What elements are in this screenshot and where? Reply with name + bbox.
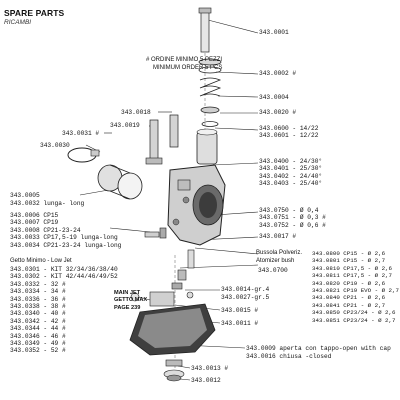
jets-part	[144, 227, 195, 290]
main-jet-line: PAGE 239	[114, 304, 141, 311]
main-jet-line: MAIN JET	[114, 290, 141, 296]
part-label: 343.0402 - 24/40°	[259, 172, 323, 180]
list-item: 343.0850 CP23/24 - Ø 2,6	[312, 309, 396, 317]
carburetor-body-part	[167, 164, 226, 246]
list-item: 343.0800 CP15 - Ø 2,6	[312, 250, 386, 257]
part-label: 343.0032 lunga- long	[10, 200, 85, 207]
part-label: 343.0403 - 25/40°	[259, 180, 323, 188]
list-item: 343.0338 - 38 #	[10, 302, 66, 310]
list-item: 343.0801 CP15 - Ø 2,7	[312, 257, 386, 265]
part-label: 343.0002 #	[259, 70, 297, 77]
order-note-en: MINIMUM ORDER 5 PCS	[153, 65, 223, 71]
low-jet-list: 343.0301 - KIT 32/34/36/38/40 343.0302 -…	[10, 266, 118, 355]
list-item: 343.0820 CP19 - Ø 2,6	[312, 279, 386, 287]
part-label: 343.0700	[258, 267, 288, 274]
list-item: 343.0340 - 40 #	[10, 310, 66, 318]
bussola-heading: Bussola Polveriz.	[256, 250, 303, 256]
part-label: 343.0401 - 25/30°	[259, 165, 323, 173]
list-item: 343.0851 CP23/24 - Ø 2,7	[312, 316, 396, 324]
part-label: 343.0001	[259, 29, 289, 36]
throttle-slide-part	[196, 128, 218, 165]
main-jet-line: GETTO MAX	[114, 297, 148, 304]
part-label: 343.0012	[191, 377, 221, 384]
spring-part	[198, 58, 222, 127]
bussola-subheading: Atomizer bush	[256, 258, 295, 264]
part-label: 343.0011 #	[221, 320, 259, 327]
list-item: 343.0841 CP21 - Ø 2,7	[312, 301, 386, 309]
part-label: 343.0006 CP15	[10, 212, 59, 219]
order-note-it: # ORDINE MINIMO 5 PEZZI	[146, 57, 223, 63]
slide-label-group: 343.0400 - 24/30° 343.0401 - 25/30° 343.…	[259, 158, 322, 188]
cable-adjuster-part	[145, 114, 179, 165]
part-label: 343.0027-gr.5	[221, 294, 270, 301]
list-item: 343.0810 CP17,5 - Ø 2,6	[312, 264, 393, 272]
part-label: 343.0752 - Ø 0,6 #	[259, 221, 326, 229]
bussola-list: 343.0800 CP15 - Ø 2,6 343.0801 CP15 - Ø …	[312, 250, 399, 324]
part-label: 343.0400 - 24/30°	[259, 158, 323, 165]
part-label: 343.0016 chiusa -closed	[246, 353, 332, 360]
part-label: 343.0017 #	[259, 233, 297, 240]
part-label: 343.0015 #	[221, 307, 259, 314]
intake-sleeve-part	[97, 164, 143, 200]
hose-clamp-part	[67, 147, 100, 163]
part-label: 343.0009 aperta con tappo-open with cap	[246, 345, 391, 352]
list-item: 343.0344 - 44 #	[10, 325, 66, 333]
part-label: 343.0005	[10, 192, 40, 199]
atomizer-label-group: 343.0006 CP15 343.0007 CP19 343.0008 CP2…	[10, 212, 121, 249]
list-item: 343.0352 - 52 #	[10, 347, 66, 355]
part-label: 343.0033 CP17,5-19 lunga-long	[10, 234, 118, 242]
part-label: 343.0601 - 12/22	[259, 132, 319, 139]
list-item: 343.0349 - 49 #	[10, 339, 66, 347]
list-item: 343.0301 - KIT 32/34/36/38/40	[10, 266, 118, 273]
list-item: 343.0302 - KIT 42/44/46/49/52	[10, 273, 118, 281]
part-label: 343.0034 CP21-23-24 lunga-long	[10, 241, 122, 249]
part-label: 343.0014-gr.4	[221, 286, 270, 293]
part-label: 343.0030	[40, 142, 70, 149]
float-bowl-part	[129, 291, 216, 356]
list-item: 343.0332 - 32 #	[10, 280, 66, 288]
part-label: 343.0007 CP19	[10, 219, 59, 227]
list-item: 343.0334 - 34 #	[10, 288, 66, 296]
list-item: 343.0811 CP17,5 - Ø 2,7	[312, 272, 393, 280]
list-item: 343.0342 - 42 #	[10, 317, 66, 325]
part-label: 343.0018	[121, 109, 151, 116]
drain-part	[163, 359, 185, 382]
needle-jet-label-group: 343.0750 - Ø 0,4 343.0751 - Ø 0,3 # 343.…	[259, 207, 326, 229]
low-jet-heading: Getto Minimo - Low Jet	[10, 258, 72, 264]
part-label: 343.0008 CP21-23-24	[10, 226, 81, 234]
part-label: 343.0031 #	[62, 130, 100, 137]
page-title: SPARE PARTS	[4, 8, 65, 18]
main-jet-note: MAIN JET GETTO MAX PAGE 239	[114, 290, 147, 312]
page-subtitle: RICAMBI	[4, 19, 32, 26]
part-label: 343.0004	[259, 94, 289, 101]
part-label: 343.0751 - Ø 0,3 #	[259, 214, 326, 222]
part-label: 343.0600 - 14/22	[259, 125, 319, 132]
list-item: 343.0840 CP21 - Ø 2,6	[312, 294, 386, 302]
part-label: 343.0019	[110, 122, 140, 129]
list-item: 343.0821 CP19 EVO - Ø 2,7	[312, 286, 399, 294]
part-label: 343.0020 #	[259, 109, 297, 116]
part-label: 343.0750 - Ø 0,4	[259, 207, 319, 214]
list-item: 343.0336 - 36 #	[10, 295, 66, 303]
part-label: 343.0013 #	[191, 365, 229, 372]
list-item: 343.0346 - 46 #	[10, 332, 66, 340]
needle-part	[198, 7, 212, 53]
